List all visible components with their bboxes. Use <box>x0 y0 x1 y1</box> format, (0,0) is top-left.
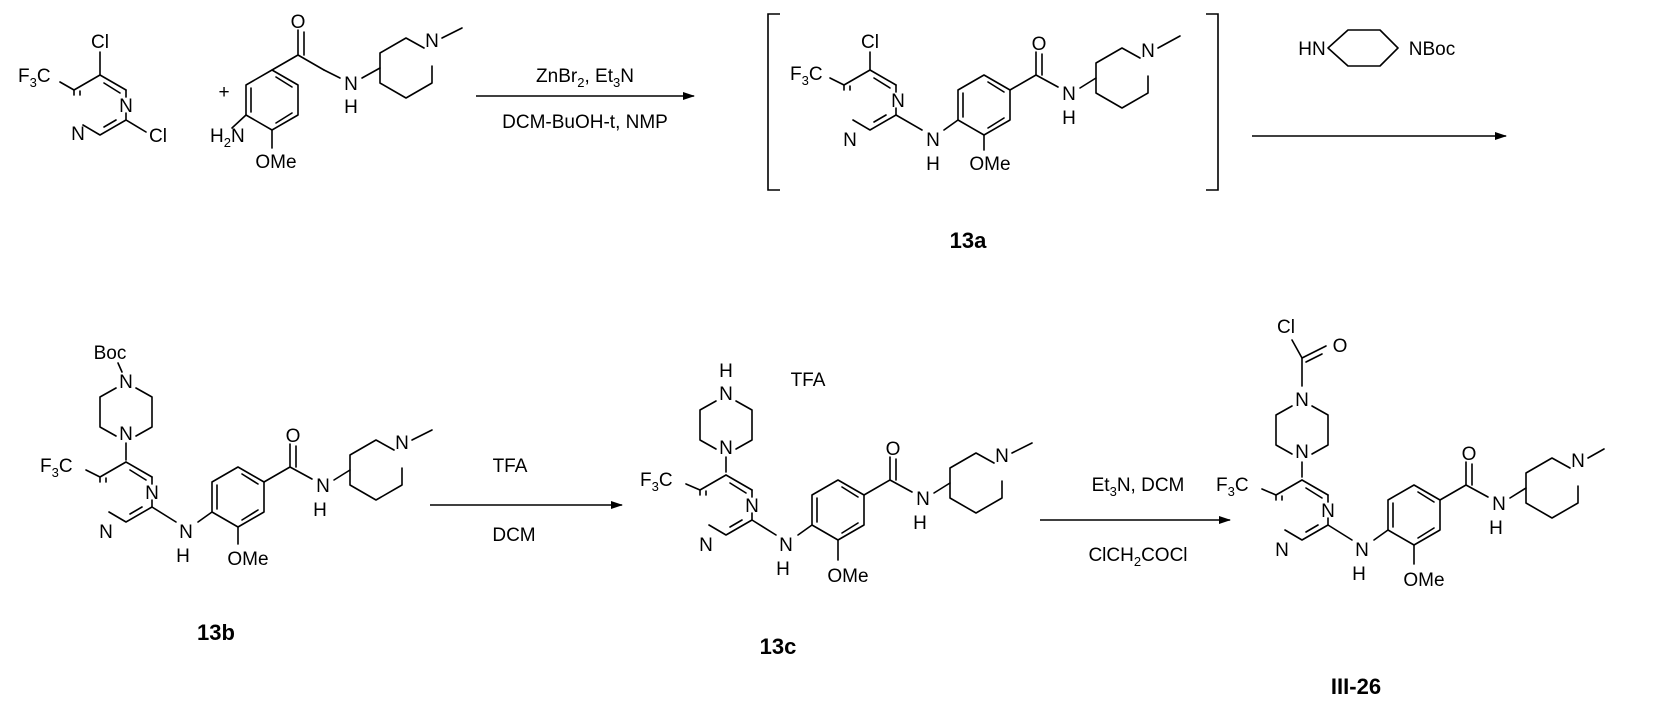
group-cf3: F3C <box>790 64 823 88</box>
atom-n: N <box>1295 390 1309 411</box>
group-ome: OMe <box>969 154 1010 175</box>
bracket-right <box>1206 14 1218 190</box>
atom-n: N <box>719 438 733 459</box>
atom-n: N <box>699 535 713 556</box>
atom-n: N <box>1062 84 1076 105</box>
molecule-13c: H N TFA N F3C N N N H OMe O N H N <box>640 361 1032 587</box>
atom-o: O <box>1462 444 1477 465</box>
atom-n: N <box>1571 451 1585 472</box>
atom-n: N <box>1355 540 1369 561</box>
atom-n: N <box>71 124 85 145</box>
atom-h: H <box>313 500 327 521</box>
atom-h: H <box>344 97 358 118</box>
atom-n: N <box>891 91 905 112</box>
atom-h: H <box>719 361 733 382</box>
group-cf3: F3C <box>18 66 51 90</box>
molecule-boc-piperazine: HN NBoc <box>1298 30 1455 66</box>
atom-n: N <box>316 476 330 497</box>
group-ome: OMe <box>255 152 296 173</box>
plus-sign: + <box>218 82 229 103</box>
atom-o: O <box>286 426 301 447</box>
atom-n: N <box>344 74 358 95</box>
atom-n: N <box>119 96 133 117</box>
atom-h: H <box>926 154 940 175</box>
group-ome: OMe <box>1403 570 1444 591</box>
atom-o: O <box>1032 34 1047 55</box>
reagent-text: DCM <box>492 525 535 546</box>
atom-n: N <box>99 522 113 543</box>
atom-cl: Cl <box>861 32 879 53</box>
atom-n: N <box>1275 540 1289 561</box>
atom-n: N <box>995 446 1009 467</box>
group-boc: Boc <box>94 343 127 364</box>
atom-n: N <box>179 522 193 543</box>
atom-n: N <box>843 130 857 151</box>
atom-n: N <box>745 496 759 517</box>
group-nboc: NBoc <box>1409 39 1455 60</box>
atom-n: N <box>119 372 133 393</box>
group-ome: OMe <box>227 549 268 570</box>
atom-h: H <box>913 513 927 534</box>
atom-n: N <box>145 483 159 504</box>
reaction-arrow-2: HN NBoc <box>1252 30 1506 136</box>
atom-n: N <box>1295 442 1309 463</box>
atom-h: H <box>1062 108 1076 129</box>
reaction-arrow-4: Et3N, DCM ClCH2COCl <box>1040 475 1230 569</box>
atom-n: N <box>1321 501 1335 522</box>
reaction-arrow-3: TFA DCM <box>430 456 622 546</box>
atom-o: O <box>1333 336 1348 357</box>
atom-o: O <box>291 12 306 33</box>
atom-h: H <box>1489 518 1503 539</box>
group-nh2: H2N <box>210 126 245 150</box>
atom-n: N <box>425 31 439 52</box>
atom-cl: Cl <box>91 32 109 53</box>
group-cf3: F3C <box>40 456 73 480</box>
atom-n: N <box>719 384 733 405</box>
atom-n: N <box>779 535 793 556</box>
atom-h: H <box>776 559 790 580</box>
atom-n: N <box>1141 41 1155 62</box>
reagent-text: DCM-BuOH-t, NMP <box>502 112 668 133</box>
compound-label-13c: 13c <box>760 634 797 659</box>
atom-n: N <box>119 424 133 445</box>
atom-n: N <box>926 130 940 151</box>
atom-n: N <box>1492 494 1506 515</box>
molecule-13b: Boc N N F3C N N N H OMe O N H N <box>40 343 432 570</box>
atom-hn: HN <box>1298 39 1325 60</box>
molecule-III-26: Cl O N N F3C N N N H OMe O N H N <box>1216 317 1604 591</box>
reagent-text: ZnBr2, Et3N <box>536 66 634 90</box>
molecule-dichloropyrimidine: Cl N N Cl F3C <box>18 32 167 147</box>
compound-label-III-26: III-26 <box>1331 674 1381 699</box>
reaction-arrow-1: ZnBr2, Et3N DCM-BuOH-t, NMP <box>476 66 694 133</box>
reagent-text: ClCH2COCl <box>1088 545 1187 569</box>
group-cf3: F3C <box>1216 475 1249 499</box>
atom-h: H <box>176 546 190 567</box>
molecule-aniline-amide: O N H N H2N OMe <box>210 12 462 173</box>
compound-label-13b: 13b <box>197 620 235 645</box>
bracket-left <box>768 14 780 190</box>
atom-o: O <box>886 439 901 460</box>
atom-cl: Cl <box>149 126 167 147</box>
compound-label-13a: 13a <box>950 228 987 253</box>
atom-n: N <box>395 433 409 454</box>
group-cf3: F3C <box>640 470 673 494</box>
reagent-text: TFA <box>493 456 528 477</box>
group-ome: OMe <box>827 566 868 587</box>
atom-h: H <box>1352 564 1366 585</box>
atom-n: N <box>916 489 930 510</box>
molecule-13a: Cl F3C N N N H OMe O N H N <box>790 32 1180 175</box>
salt-label: TFA <box>791 370 826 391</box>
atom-cl: Cl <box>1277 317 1295 338</box>
reagent-text: Et3N, DCM <box>1092 475 1185 499</box>
